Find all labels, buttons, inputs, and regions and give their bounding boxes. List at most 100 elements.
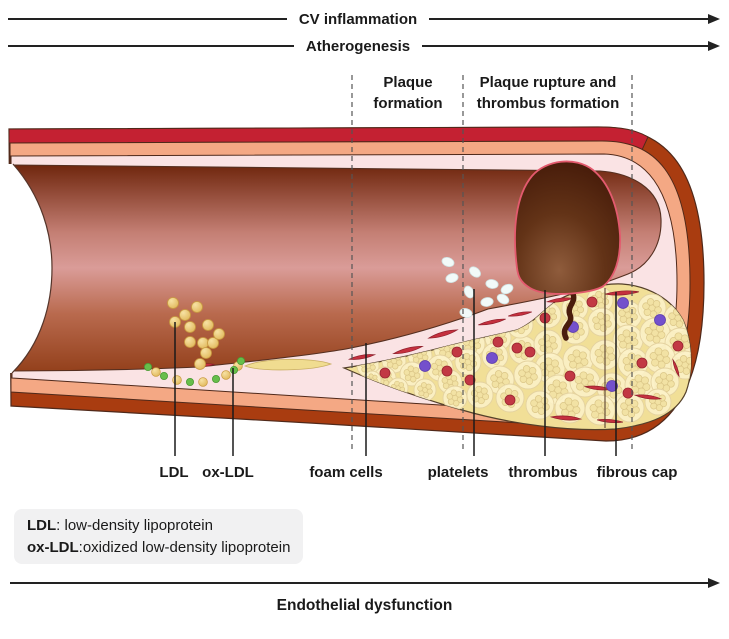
foam-cell: [587, 307, 617, 337]
cv-inflammation-arrow: CV inflammation: [8, 10, 721, 28]
thrombus-shape: [514, 160, 621, 295]
ldl-particle: [197, 337, 209, 349]
foam-cell: [442, 385, 468, 411]
right-arrowhead-icon: [708, 578, 720, 588]
purple-cell-dot: [654, 314, 666, 326]
red-cell-dot: [672, 340, 684, 352]
platelet: [500, 283, 514, 295]
red-cell-dot: [504, 394, 516, 406]
phase-plaque-rupture: Plaque rupture and thrombus formation: [477, 72, 620, 114]
smooth-muscle-cells-group: [194, 290, 680, 424]
ldl-particle: [191, 301, 203, 313]
vessel-opening-cutout: [0, 164, 52, 373]
ldl-particle: [198, 377, 208, 387]
ox-ldl-particle: [143, 362, 152, 371]
foam-cell: [569, 366, 601, 398]
legend-def-ox-ldl: :oxidized low-density lipoprotein: [78, 538, 291, 556]
ox-ldl-particle: [185, 377, 194, 386]
purple-cell-dot: [486, 352, 498, 364]
cv-inflammation-label: CV inflammation: [298, 10, 418, 28]
ldl-particle: [172, 375, 182, 385]
purple-cell-dot: [419, 360, 431, 372]
red-cell-dot: [492, 336, 504, 348]
atherogenesis-arrow: Atherogenesis: [8, 37, 721, 55]
label-ox-ldl: ox-LDL: [202, 464, 254, 481]
smooth-muscle-cell: [672, 358, 680, 378]
ldl-particle: [184, 321, 196, 333]
ldl-particle: [167, 297, 179, 309]
platelet: [480, 297, 494, 307]
foam-cell: [612, 324, 644, 356]
platelet: [469, 266, 481, 278]
ldl-particle: [213, 328, 225, 340]
ox-ldl-particle: [211, 374, 220, 383]
label-leader-lines: [174, 289, 617, 456]
foam-cell: [399, 361, 425, 387]
platelet: [441, 256, 455, 268]
smooth-muscle-cell: [427, 329, 459, 339]
endothelial-dysfunction-arrow: [10, 576, 720, 590]
smooth-muscle-cell: [604, 290, 640, 296]
label-foam-cells: foam cells: [309, 464, 383, 481]
legend-term-ox-ldl: ox-LDL: [27, 538, 79, 556]
label-fibrous-cap: fibrous cap: [596, 464, 678, 481]
phase1-line2: formation: [373, 95, 443, 112]
ox-ldl-particle: [229, 365, 238, 374]
purple-cell-dot: [606, 380, 618, 392]
red-cell-dot: [622, 387, 634, 399]
red-cell-dot: [564, 370, 576, 382]
foam-cell: [615, 393, 645, 423]
smooth-muscle-cell: [633, 394, 663, 400]
ldl-particles-group: [143, 297, 245, 387]
phase1-line1: Plaque: [383, 74, 433, 91]
phase2-line1: Plaque rupture and: [479, 74, 617, 91]
ldl-particle: [179, 309, 191, 321]
ldl-particle: [200, 347, 212, 359]
smooth-muscle-cell: [392, 346, 424, 354]
label-platelets: platelets: [427, 464, 489, 481]
platelet: [485, 279, 499, 289]
ldl-particle: [221, 370, 231, 380]
foam-cell: [584, 394, 616, 426]
platelet: [445, 273, 459, 283]
phase-plaque-formation: Plaque formation: [373, 72, 442, 114]
thrombus-tail: [561, 289, 577, 341]
red-cell-dot: [636, 357, 648, 369]
platelet: [463, 285, 475, 299]
foam-cell: [466, 381, 494, 409]
ldl-particle: [184, 336, 196, 348]
foam-cell: [639, 317, 671, 349]
arrow-line-right: [422, 45, 709, 47]
arrow-line-left: [8, 45, 294, 47]
arrow-line: [10, 582, 708, 584]
label-thrombus: thrombus: [508, 464, 578, 481]
red-cell-dot: [379, 367, 391, 379]
smooth-muscle-cell: [549, 415, 583, 421]
smooth-muscle-cell: [508, 311, 532, 317]
foam-cell: [644, 388, 672, 416]
legend-term-ldl: LDL: [27, 517, 57, 534]
ldl-particle: [194, 358, 206, 370]
vessel-opening-edge: [11, 163, 53, 374]
foam-cell: [644, 342, 676, 374]
red-cell-dot: [524, 346, 536, 358]
ldl-particle: [151, 367, 161, 377]
platelet: [496, 293, 510, 305]
abbreviation-legend: LDL: low-density lipoprotein ox-LDL:oxid…: [14, 509, 304, 564]
red-cell-dot: [464, 374, 476, 386]
atherogenesis-label: Atherogenesis: [305, 37, 411, 55]
arrow-line-right: [429, 18, 709, 20]
red-cell-dot: [586, 296, 598, 308]
red-cell-dot: [511, 342, 523, 354]
foam-cell: [525, 390, 555, 420]
ox-ldl-particle: [236, 356, 245, 365]
foam-cell: [413, 378, 437, 402]
arrow-line-left: [8, 18, 287, 20]
red-cell-dot: [441, 365, 453, 377]
foam-cell: [513, 360, 543, 390]
smooth-muscle-cell: [478, 318, 506, 326]
label-ldl: LDL: [159, 464, 189, 481]
plaque-cell-dots-group: [379, 296, 684, 406]
